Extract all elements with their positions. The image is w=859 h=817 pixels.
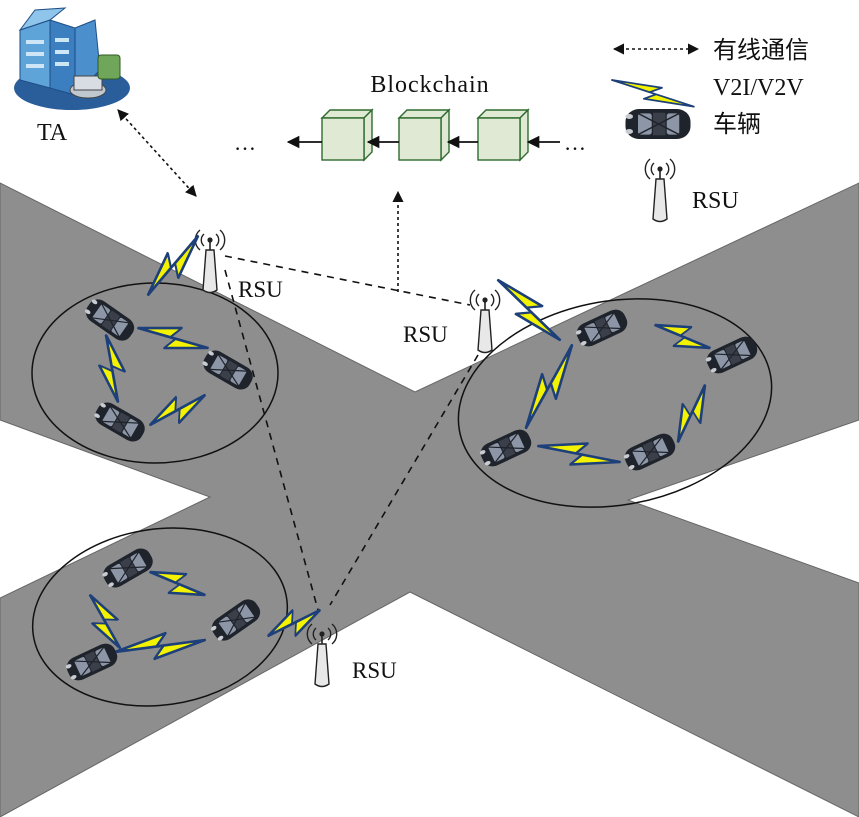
block-1 bbox=[320, 108, 374, 162]
blockchain-title: Blockchain bbox=[370, 72, 489, 98]
vehicle-cluster-bottom-left bbox=[31, 527, 289, 707]
vehicle-cluster-right bbox=[457, 298, 773, 508]
legend-vehicle-label: 车辆 bbox=[713, 110, 761, 138]
ta-building-icon bbox=[14, 7, 130, 110]
road bbox=[0, 182, 859, 817]
legend-rsu-icon bbox=[644, 158, 676, 223]
block-3 bbox=[476, 108, 530, 162]
rsu-label-bottom: RSU bbox=[352, 658, 397, 683]
blockchain-ellipsis-right: … bbox=[564, 130, 586, 155]
block-2 bbox=[397, 108, 451, 162]
ta-rsu-arrow bbox=[117, 109, 197, 197]
blockchain-ellipsis-left: … bbox=[234, 130, 256, 155]
wireless-link-5 bbox=[488, 270, 570, 350]
legend-rsu-label: RSU bbox=[692, 188, 739, 214]
blockchain: Blockchain … … bbox=[234, 72, 586, 162]
rsu-label-top-left: RSU bbox=[238, 277, 283, 302]
rsu-label-center: RSU bbox=[403, 322, 448, 347]
ta-label: TA bbox=[37, 120, 68, 146]
legend-wireless-label: V2I/V2V bbox=[713, 75, 804, 101]
legend-wireless-icon bbox=[608, 71, 698, 116]
legend-vehicle-icon bbox=[624, 108, 692, 140]
rsu-center-icon bbox=[469, 289, 501, 354]
wireless-links bbox=[78, 227, 718, 666]
legend: 有线通信 V2I/V2V 车辆 RSU bbox=[608, 36, 809, 223]
rsu-links bbox=[224, 255, 479, 611]
legend-wired-label: 有线通信 bbox=[713, 36, 809, 64]
